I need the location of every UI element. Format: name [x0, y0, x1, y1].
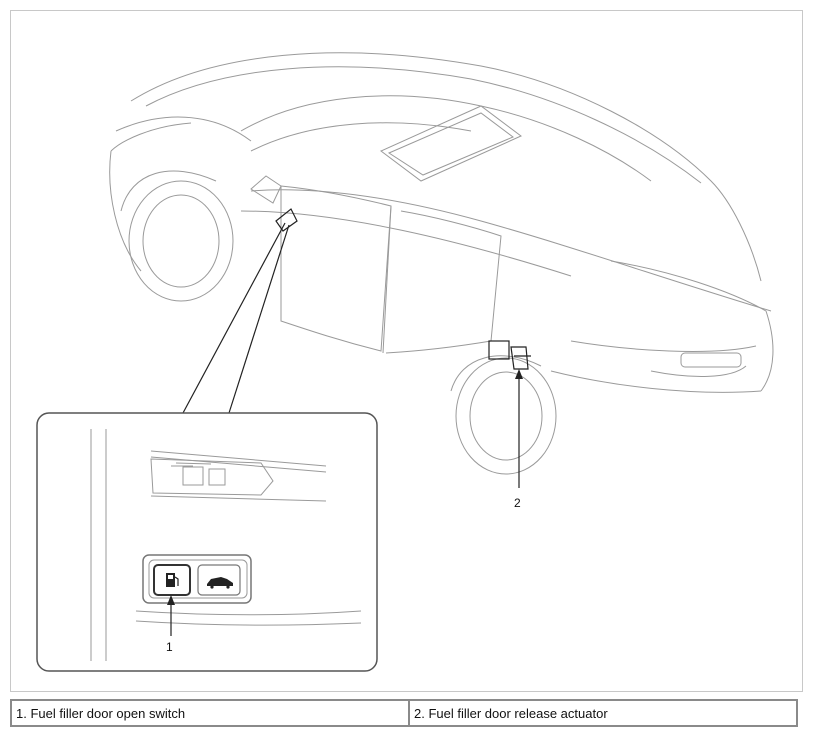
legend-item-1: 1. Fuel filler door open switch [10, 699, 410, 727]
fuel-pump-icon [166, 573, 179, 587]
callout-1-number: 1 [166, 640, 173, 654]
callout-2-arrowhead [515, 369, 523, 379]
car-illustration [109, 52, 774, 475]
vehicle-diagram: 1 2 [36, 52, 774, 672]
switch-detail-inset [36, 412, 378, 672]
legend-table: 1. Fuel filler door open switch 2. Fuel … [10, 699, 798, 727]
leader-line-left [182, 222, 286, 414]
callout-1-arrowhead [167, 595, 175, 605]
car-trunk-icon [207, 577, 233, 589]
legend-item-2: 2. Fuel filler door release actuator [408, 699, 798, 727]
fuel-door-actuator [488, 340, 531, 370]
callout-2-number: 2 [514, 496, 521, 510]
diagram-figure: 1 2 [10, 10, 803, 692]
switch-location-marker [275, 208, 298, 232]
legend-row: 1. Fuel filler door open switch 2. Fuel … [10, 699, 798, 727]
leader-line-right [228, 224, 290, 414]
